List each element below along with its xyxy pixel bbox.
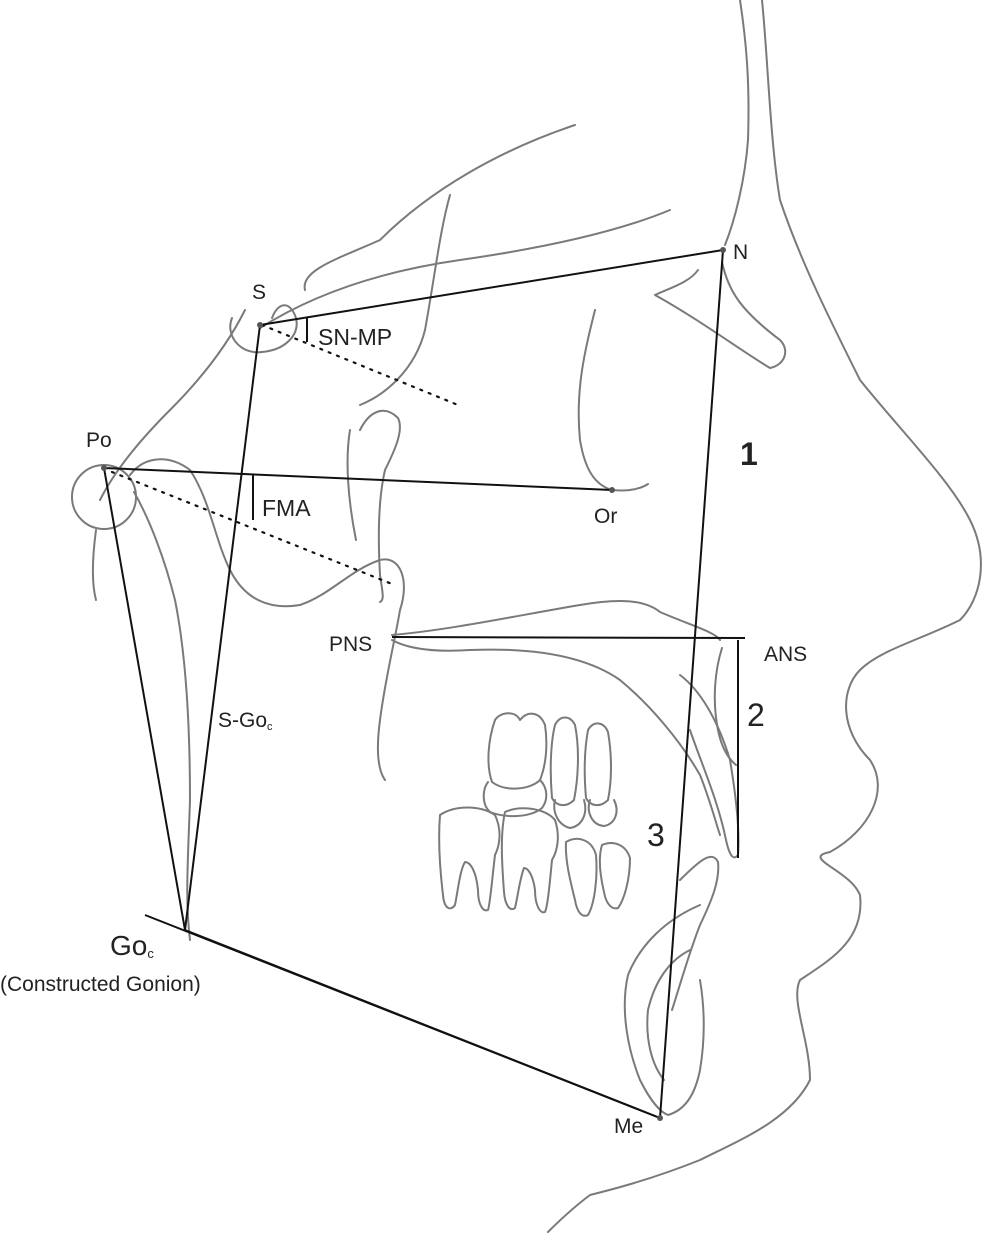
- po-point: [101, 465, 107, 471]
- anterior-cranial-fossa: [259, 209, 671, 329]
- lower-premolar-1: [564, 837, 598, 917]
- lower-incisor: [671, 855, 720, 1011]
- label-constructed-gonion: (Constructed Gonion): [0, 973, 201, 996]
- label-ans: ANS: [764, 643, 808, 666]
- n-me-line: [659, 249, 724, 1119]
- label-goc-sub: c: [147, 946, 154, 961]
- s-point: [257, 322, 263, 328]
- label-or: Or: [594, 505, 618, 528]
- teeth-group: [438, 712, 631, 917]
- upper-premolar-crowns: [553, 799, 618, 829]
- zygomatic-arch: [346, 429, 357, 541]
- s-n-line: [259, 249, 724, 326]
- label-goc: Goc: [110, 930, 154, 961]
- label-s: S: [252, 281, 267, 304]
- palate-lower: [391, 639, 721, 836]
- pns-ans-line: [391, 636, 746, 639]
- pterygoid-plate: [359, 409, 401, 603]
- upper-molar-crown: [482, 779, 548, 818]
- soft-tissue-profile: [547, 0, 982, 1233]
- landmark-points: [101, 247, 726, 1121]
- lower-molar-1: [438, 806, 501, 912]
- upper-incisor-root: [713, 647, 737, 766]
- or-point: [609, 487, 615, 493]
- nasal-bone: [654, 261, 787, 369]
- label-n: N: [733, 241, 749, 264]
- label-s-goc-sub: c: [267, 721, 273, 733]
- sn-mp-dotted-line: [260, 323, 460, 407]
- po-goc-line: [103, 467, 186, 931]
- po-or-line: [103, 467, 613, 491]
- orbit: [577, 309, 649, 492]
- ramus-posterior: [133, 491, 191, 941]
- frontal-bone: [724, 0, 750, 246]
- anatomy-tracing: [71, 0, 982, 1233]
- lower-molar-2: [500, 807, 559, 914]
- mandible-ramus-outer: [129, 458, 405, 781]
- symphysis-inner: [646, 949, 691, 1081]
- mastoid-outline: [92, 529, 97, 601]
- upper-premolar-2: [583, 722, 612, 806]
- upper-molar: [487, 712, 548, 790]
- upper-premolar-1: [549, 716, 579, 806]
- reference-lines: [103, 249, 746, 1119]
- cranial-base-upper: [303, 124, 576, 291]
- label-goc-main: Go: [110, 930, 148, 961]
- label-pns: PNS: [329, 633, 373, 656]
- ear-rod: [71, 464, 137, 530]
- cranial-base-curve: [359, 194, 451, 406]
- label-region-1: 1: [740, 436, 758, 472]
- occipital-slope: [99, 309, 246, 501]
- label-fma: FMA: [262, 495, 311, 521]
- upper-incisor: [679, 674, 740, 859]
- goc-me-line: [184, 929, 661, 1119]
- label-region-2: 2: [747, 697, 765, 733]
- label-s-goc: S-Goc: [218, 710, 273, 733]
- n-point: [720, 247, 726, 253]
- me-point: [657, 1115, 663, 1121]
- palate-upper: [391, 599, 721, 641]
- label-po: Po: [86, 429, 112, 452]
- symphysis: [623, 904, 705, 1116]
- lower-premolar-2: [598, 842, 631, 910]
- label-me: Me: [614, 1115, 644, 1138]
- sella-turcica: [229, 304, 298, 354]
- label-s-goc-main: S-Go: [218, 709, 268, 732]
- label-region-3: 3: [647, 817, 665, 853]
- fma-dotted-line: [110, 470, 394, 586]
- label-sn-mp: SN-MP: [318, 324, 393, 350]
- s-goc-line: [184, 324, 261, 931]
